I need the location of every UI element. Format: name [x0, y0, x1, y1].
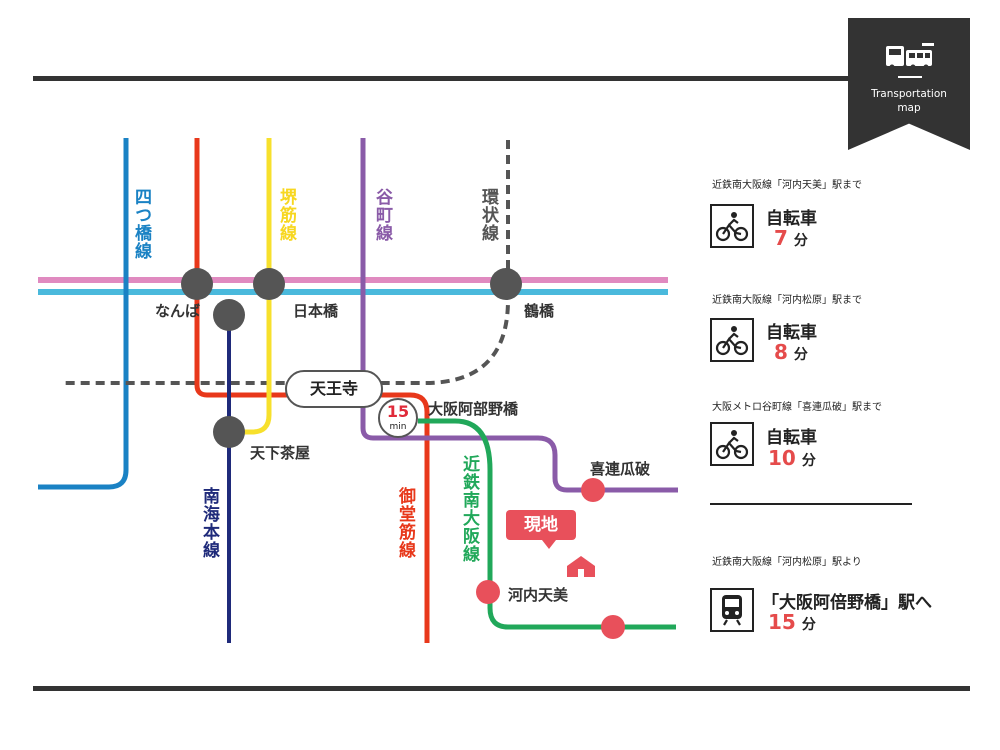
route-time-unit: 分	[793, 347, 808, 363]
kintetsu-line-label: 近鉄南大阪線	[459, 455, 479, 563]
yotsubashi-line	[38, 138, 129, 490]
route-mode: 自転車	[766, 209, 817, 229]
route-time-unit: 分	[793, 233, 808, 249]
tanimachi-line	[360, 138, 678, 493]
route-heading: 近鉄南大阪線「河内松原」駅まで	[712, 295, 862, 306]
loop-line	[60, 140, 510, 385]
station-tsuruhashi	[490, 268, 522, 300]
badge-title-line1: Transportation	[871, 88, 947, 100]
station-label-tennoji: 天王寺	[285, 370, 383, 408]
station-kireuriwari	[581, 478, 605, 502]
station-nipponbashi	[253, 268, 285, 300]
route-time-unit: 分	[801, 453, 816, 469]
station-label-osaka-abenobashi: 大阪阿部野橋	[428, 400, 519, 418]
travel-time-number: 15	[386, 402, 410, 421]
station-tengachaya	[213, 416, 245, 448]
loop-line-label: 環状線	[478, 188, 498, 242]
station-label-kireuriwari: 喜連瓜破	[590, 460, 651, 478]
station-kawachi-amami	[476, 580, 500, 604]
current-location-marker: 現地	[506, 510, 576, 549]
tanimachi-line-label: 谷町線	[372, 188, 392, 242]
route-time: 10 分	[768, 446, 816, 470]
badge-title-line2: map	[897, 102, 921, 114]
route-heading: 大阪メトロ谷町線「喜連瓜破」駅まで	[712, 402, 882, 413]
sakaisuji-line	[229, 138, 272, 435]
route-mode: 自転車	[766, 428, 817, 448]
bicycle-icon	[710, 204, 754, 248]
route-time: 15 分	[768, 610, 816, 634]
route-time-number: 10	[768, 446, 796, 470]
route-mode: 「大阪阿倍野橋」駅へ	[762, 593, 932, 613]
top-rule	[33, 76, 970, 81]
bicycle-icon	[710, 422, 754, 466]
route-time-number: 15	[768, 610, 796, 634]
route-heading: 近鉄南大阪線「河内天美」駅まで	[712, 180, 862, 191]
route-time-number: 7	[774, 226, 788, 250]
kintetsu-line	[418, 418, 676, 630]
station-namba	[181, 268, 213, 300]
route-time-number: 8	[774, 340, 788, 364]
route-mode: 自転車	[766, 323, 817, 343]
home-icon	[567, 556, 595, 577]
station-label-namba: なんば	[155, 302, 201, 320]
station-label-nipponbashi: 日本橋	[293, 302, 339, 320]
station-label-tengachaya: 天下茶屋	[250, 444, 311, 462]
station-label-kawachi-amami: 河内天美	[508, 586, 569, 604]
train-icon	[710, 588, 754, 632]
train-bus-icon	[886, 43, 934, 78]
station-label-tsuruhashi: 鶴橋	[524, 302, 555, 320]
nankai-line-label: 南海本線	[199, 487, 219, 559]
yotsubashi-line-label: 四つ橋線	[131, 188, 151, 260]
sakaisuji-line-label: 堺筋線	[276, 188, 296, 242]
midosuji-line-label: 御堂筋線	[395, 487, 415, 559]
travel-time-unit: min	[389, 422, 407, 432]
bottom-rule	[33, 686, 970, 691]
station-namba-nankai	[213, 299, 245, 331]
bicycle-icon	[710, 318, 754, 362]
section-divider	[710, 503, 912, 505]
travel-time-badge: 15 min	[378, 398, 418, 438]
route-heading: 近鉄南大阪線「河内松原」駅より	[712, 557, 862, 568]
station-kawachi-matsubara	[601, 615, 625, 639]
route-time-unit: 分	[801, 617, 816, 633]
